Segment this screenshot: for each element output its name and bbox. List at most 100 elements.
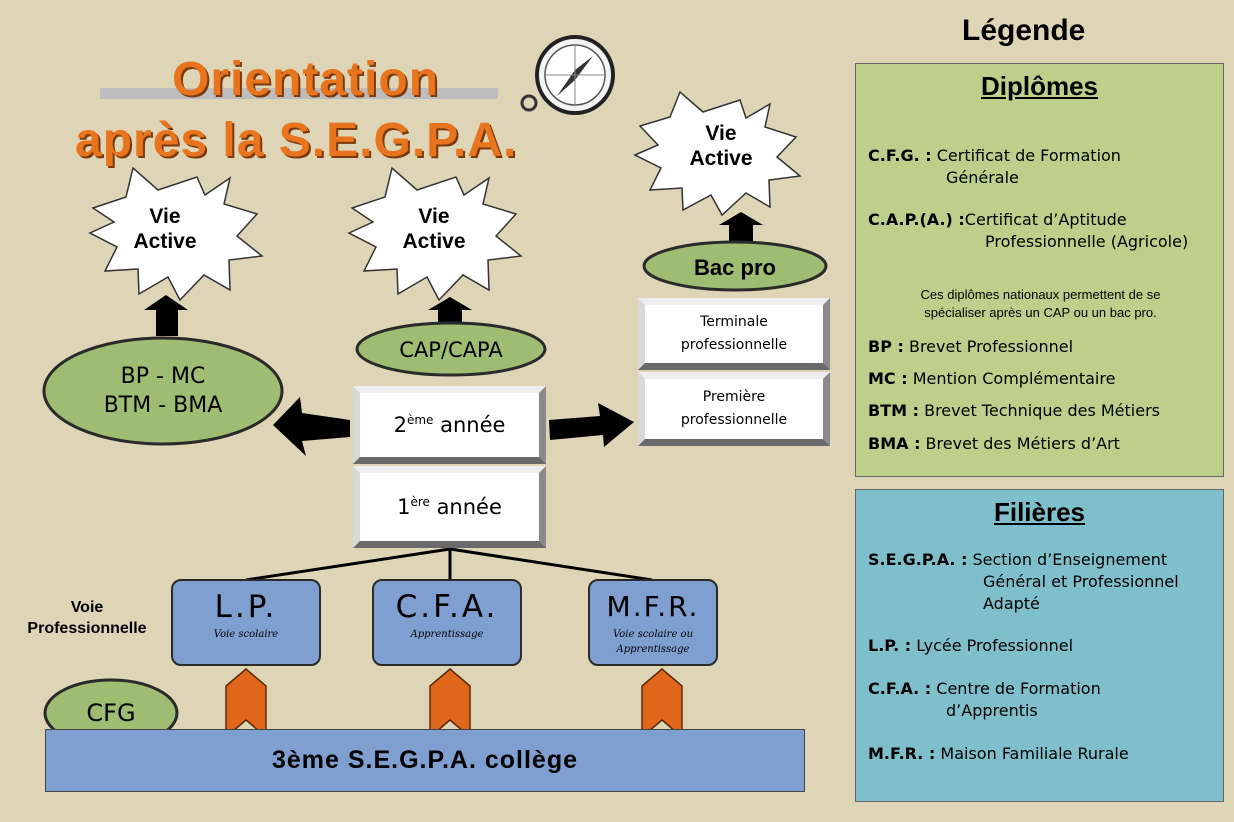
arrow-right <box>549 403 634 447</box>
diplomes-heading: Diplômes <box>980 71 1099 101</box>
year-2-box: 2ème année <box>353 386 546 464</box>
ellipse-bp-line2: BTM - BMA <box>103 393 223 418</box>
legend-cap-text: Certificat d’Aptitude <box>964 210 1127 229</box>
route-lp-sub: Voie scolaire <box>213 629 279 640</box>
legend-title: Légende <box>962 14 1086 47</box>
legend-cap-cont: Professionnelle (Agricole) <box>985 232 1189 251</box>
ellipse-bacpro-text: Bac pro <box>694 254 776 280</box>
year-2-label: 2ème année <box>394 413 506 437</box>
route-mfr-abbr: M.F.R. <box>606 590 700 623</box>
ellipse-bp <box>42 336 284 446</box>
diplomes-note: Ces diplômes nationaux permettent de se … <box>856 286 1225 322</box>
legend-segpa: S.E.G.P.A. : Section d’Enseignement <box>868 549 1167 571</box>
route-lp-abbr: L.P. <box>214 589 278 625</box>
burst-line: Vie <box>705 122 737 145</box>
title-line-2: après la S.E.G.P.A. <box>75 114 518 167</box>
premiere-line1: Première <box>702 389 766 405</box>
legend-lp: L.P. : Lycée Professionnel <box>868 635 1073 657</box>
burst-shape-1 <box>88 166 264 302</box>
legend-mfr: M.F.R. : Maison Familiale Rurale <box>868 743 1129 765</box>
ellipse-cfg-text: CFG <box>86 698 136 727</box>
legend-mfr-text: Maison Familiale Rurale <box>935 744 1129 763</box>
route-cfa-abbr: C.F.A. <box>395 589 499 625</box>
burst-line: Active <box>402 230 466 253</box>
connector-lines <box>245 547 653 582</box>
year-1-word: année <box>429 495 502 519</box>
base-3eme-segpa: 3ème S.E.G.P.A. collège <box>45 729 805 792</box>
legend-cfg-text: Certificat de Formation <box>931 146 1121 165</box>
legend-btm-text: Brevet Technique des Métiers <box>919 401 1160 420</box>
filieres-heading: Filières <box>993 497 1086 527</box>
legend-segpa-cont2: Général et Professionnel <box>983 572 1179 591</box>
legend-mfr-abbr: M.F.R. : <box>868 744 936 763</box>
burst-shape-2 <box>347 166 523 302</box>
ellipse-cap <box>355 321 547 377</box>
up-arrows <box>144 212 763 336</box>
legend-segpa-abbr: S.E.G.P.A. : <box>868 550 968 569</box>
burst-shape-3 <box>633 90 802 217</box>
note-line1: Ces diplômes nationaux permettent de se <box>920 287 1161 302</box>
year-1-num: 1 <box>397 495 411 519</box>
year-2-num: 2 <box>393 413 407 437</box>
arrow-left <box>273 397 350 456</box>
legend-segpa-cont3: Adapté <box>983 594 1040 613</box>
terminale-text: Terminale professionnelle <box>681 311 787 357</box>
legend-mc-text: Mention Complémentaire <box>907 369 1116 388</box>
legend-bma-text: Brevet des Métiers d’Art <box>920 434 1120 453</box>
ellipse-cap-text: CAP/CAPA <box>399 337 503 362</box>
burst-vie-active-2: Vie Active <box>382 204 486 254</box>
terminale-line2: professionnelle <box>680 337 788 353</box>
compass-icon <box>520 35 615 115</box>
burst-vie-active-1: Vie Active <box>113 204 217 254</box>
legend-lp-abbr: L.P. : <box>868 636 912 655</box>
title-underline <box>100 88 498 99</box>
route-cfa: C.F.A. Apprentissage <box>372 579 522 666</box>
legend-bma-abbr: BMA : <box>868 434 921 453</box>
premiere-text: Première professionnelle <box>681 386 787 432</box>
legend-cap: C.A.P.(A.) :Certificat d’Aptitude <box>868 209 1127 231</box>
year-1-sup: ère <box>410 495 430 509</box>
ellipse-bp-line1: BP - MC <box>120 364 206 389</box>
legend-cfg: C.F.G. : Certificat de Formation <box>868 145 1121 167</box>
legend-mc-abbr: MC : <box>868 369 908 388</box>
legend-cfg-abbr: C.F.G. : <box>868 146 932 165</box>
voie-professionnelle-label: Voie Professionnelle <box>1 597 173 639</box>
panel-filieres: Filières S.E.G.P.A. : Section d’Enseigne… <box>855 489 1224 802</box>
year-1-label: 1ère année <box>397 495 502 519</box>
terminale-box: Terminale professionnelle <box>638 298 830 370</box>
legend-cfa-abbr: C.F.A. : <box>868 679 932 698</box>
legend-lp-text: Lycée Professionnel <box>911 636 1074 655</box>
chevron-arrows <box>225 668 683 739</box>
legend-bp-abbr: BP : <box>868 337 904 356</box>
legend-cfa-text: Centre de Formation <box>931 679 1101 698</box>
legend-cfa: C.F.A. : Centre de Formation <box>868 678 1101 700</box>
burst-line: Vie <box>149 205 181 228</box>
ellipse-bacpro <box>642 240 828 292</box>
legend-btm-abbr: BTM : <box>868 401 919 420</box>
voie-line1: Voie <box>70 599 104 616</box>
legend-segpa-text: Section d’Enseignement <box>967 550 1168 569</box>
note-line2: spécialiser après un CAP ou un bac pro. <box>924 305 1157 320</box>
title-line-1: Orientation <box>172 53 440 106</box>
legend-bma: BMA : Brevet des Métiers d’Art <box>868 433 1120 455</box>
panel-diplomes: Diplômes C.F.G. : Certificat de Formatio… <box>855 63 1224 477</box>
premiere-box: Première professionnelle <box>638 372 830 446</box>
route-mfr: M.F.R. Voie scolaire ou Apprentissage <box>588 579 718 666</box>
year-2-word: année <box>433 413 506 437</box>
legend-btm: BTM : Brevet Technique des Métiers <box>868 400 1160 422</box>
burst-line: Active <box>689 147 753 170</box>
route-cfa-sub: Apprentissage <box>410 629 484 640</box>
year-2-sup: ème <box>406 413 434 427</box>
legend-bp-text: Brevet Professionnel <box>903 337 1074 356</box>
burst-vie-active-3: Vie Active <box>669 121 773 171</box>
premiere-line2: professionnelle <box>680 412 788 428</box>
terminale-line1: Terminale <box>700 314 768 330</box>
route-mfr-sub2: Apprentissage <box>616 644 690 655</box>
voie-line2: Professionnelle <box>27 620 147 637</box>
route-lp: L.P. Voie scolaire <box>171 579 321 666</box>
burst-line: Active <box>133 230 197 253</box>
year-1-box: 1ère année <box>353 466 546 548</box>
legend-cfa-cont: d’Apprentis <box>946 701 1038 720</box>
ellipse-bp-text: BP - MC BTM - BMA <box>60 355 266 427</box>
legend-cap-abbr: C.A.P.(A.) : <box>868 210 965 229</box>
